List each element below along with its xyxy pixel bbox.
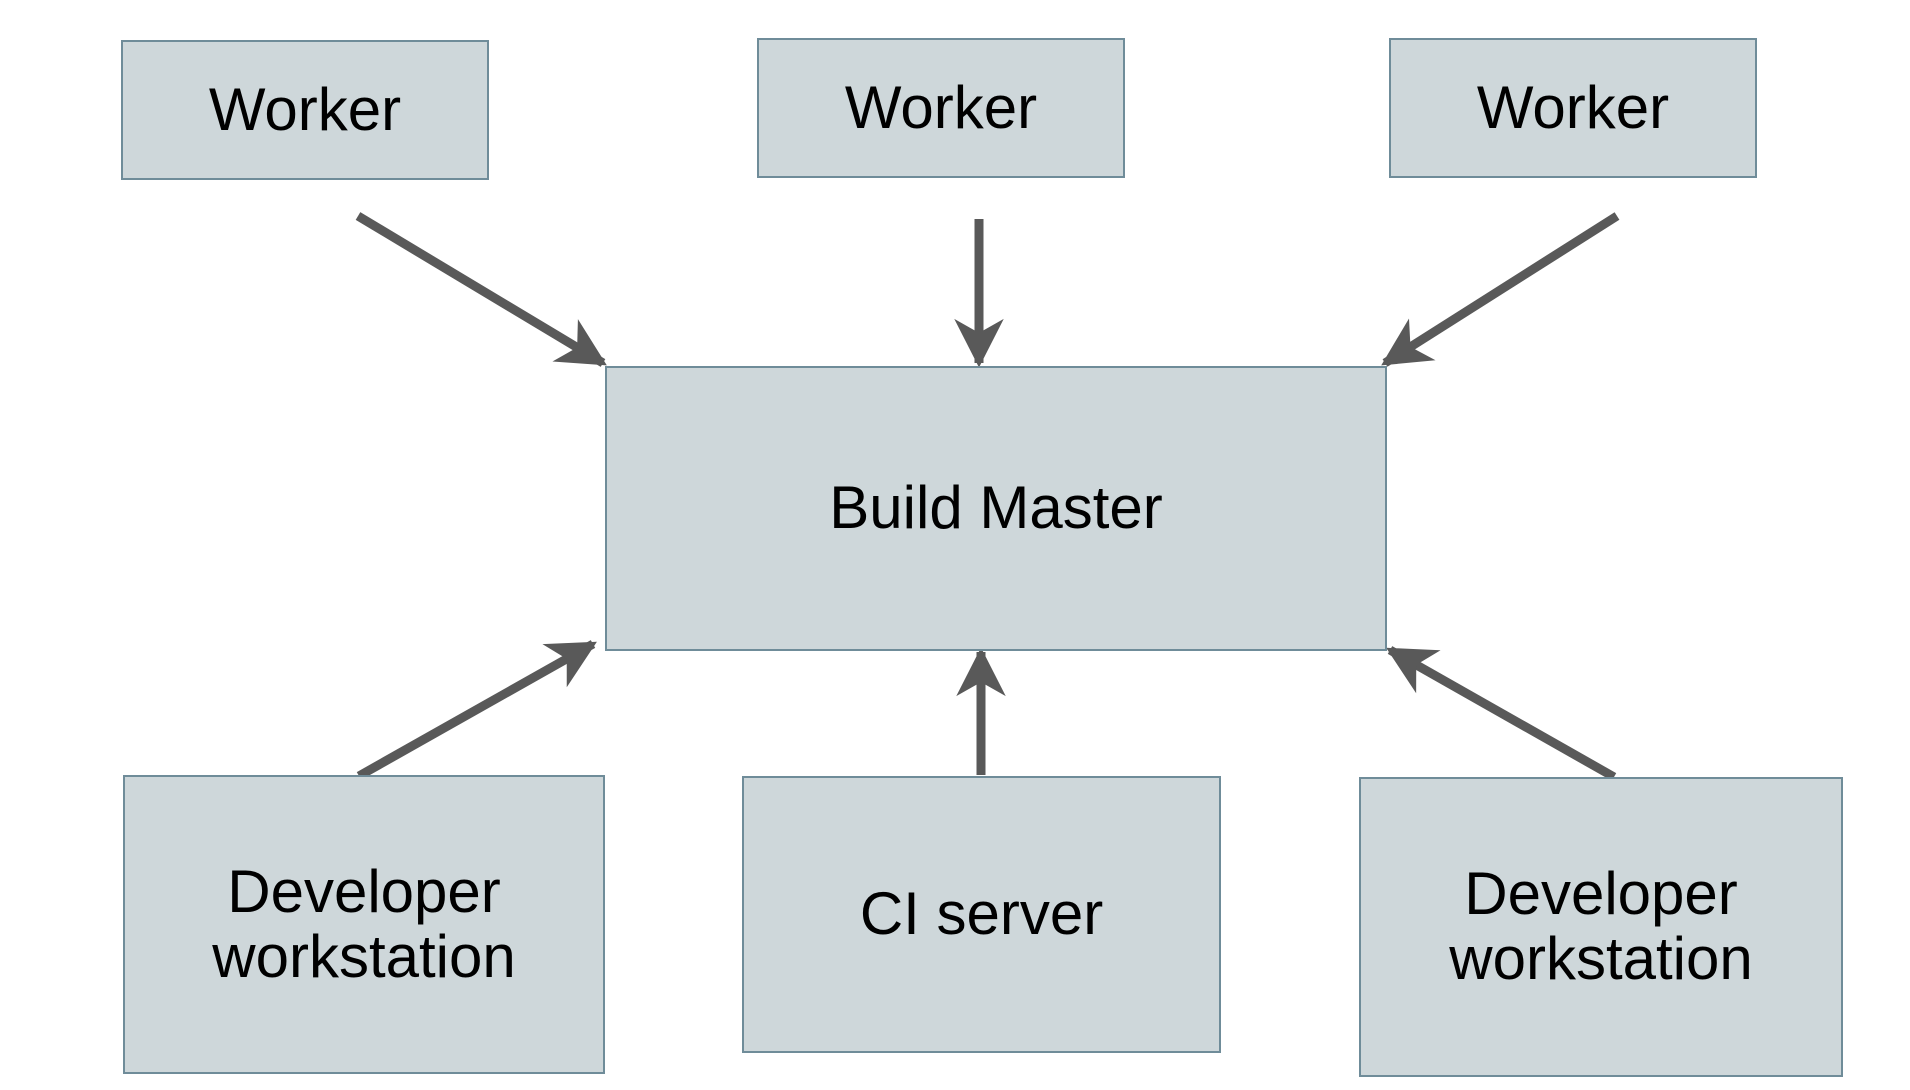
edge-worker-left-to-build-master (355, 212, 607, 367)
edge-worker-right-to-build-master (1381, 212, 1620, 367)
node-build-master[interactable]: Build Master (605, 366, 1387, 651)
node-label: Developer workstation (1449, 860, 1753, 992)
node-worker-right[interactable]: Worker (1389, 38, 1757, 178)
node-label: Worker (844, 73, 1038, 141)
node-worker-center[interactable]: Worker (757, 38, 1125, 178)
node-label: Developer workstation (212, 857, 516, 990)
node-label: Build Master (829, 474, 1163, 542)
node-ci-server[interactable]: CI server (742, 776, 1221, 1053)
node-label: CI server (859, 880, 1104, 948)
node-developer-workstation-right[interactable]: Developer workstation (1359, 777, 1843, 1077)
edge-developer-workstation-left-to-build-master (356, 640, 597, 780)
node-label: Worker (1476, 73, 1670, 141)
node-worker-left[interactable]: Worker (121, 40, 489, 180)
node-label: Worker (208, 75, 402, 143)
node-developer-workstation-left[interactable]: Developer workstation (123, 775, 605, 1074)
edge-developer-workstation-right-to-build-master (1386, 646, 1617, 781)
